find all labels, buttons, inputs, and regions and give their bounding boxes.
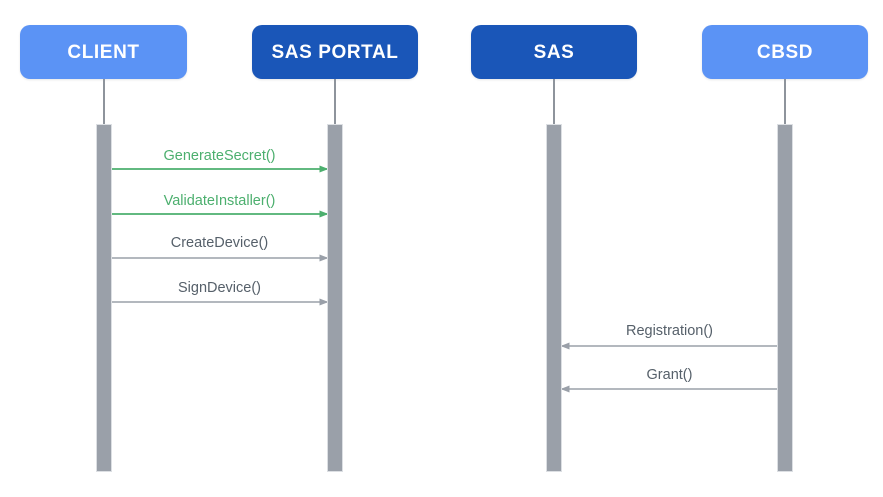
message-label-m4: SignDevice() [178,280,261,296]
participant-box-client[interactable]: CLIENT [20,25,187,79]
lifeline-cbsd [784,79,786,124]
activation-bar-sas_portal [327,124,343,472]
activation-bar-sas [546,124,562,472]
message-arrow-group [111,165,778,393]
message-label-m5: Registration() [625,323,714,339]
lifeline-sas [553,79,555,124]
participant-label-cbsd: CBSD [756,41,814,63]
participant-box-sas[interactable]: SAS [471,25,637,79]
participant-box-sas_portal[interactable]: SAS PORTAL [252,25,418,79]
participant-label-client: CLIENT [67,41,140,63]
activation-bar-client [96,124,112,472]
participant-label-sas_portal: SAS PORTAL [271,41,399,63]
message-label-m1: GenerateSecret() [163,148,276,164]
lifeline-sas_portal [334,79,336,124]
message-label-m2: ValidateInstaller() [163,193,276,209]
participant-box-cbsd[interactable]: CBSD [702,25,868,79]
activation-bar-cbsd [777,124,793,472]
lifeline-client [103,79,105,124]
message-label-m6: Grant() [646,367,693,383]
message-label-m3: CreateDevice() [170,235,269,251]
participant-label-sas: SAS [533,41,575,63]
